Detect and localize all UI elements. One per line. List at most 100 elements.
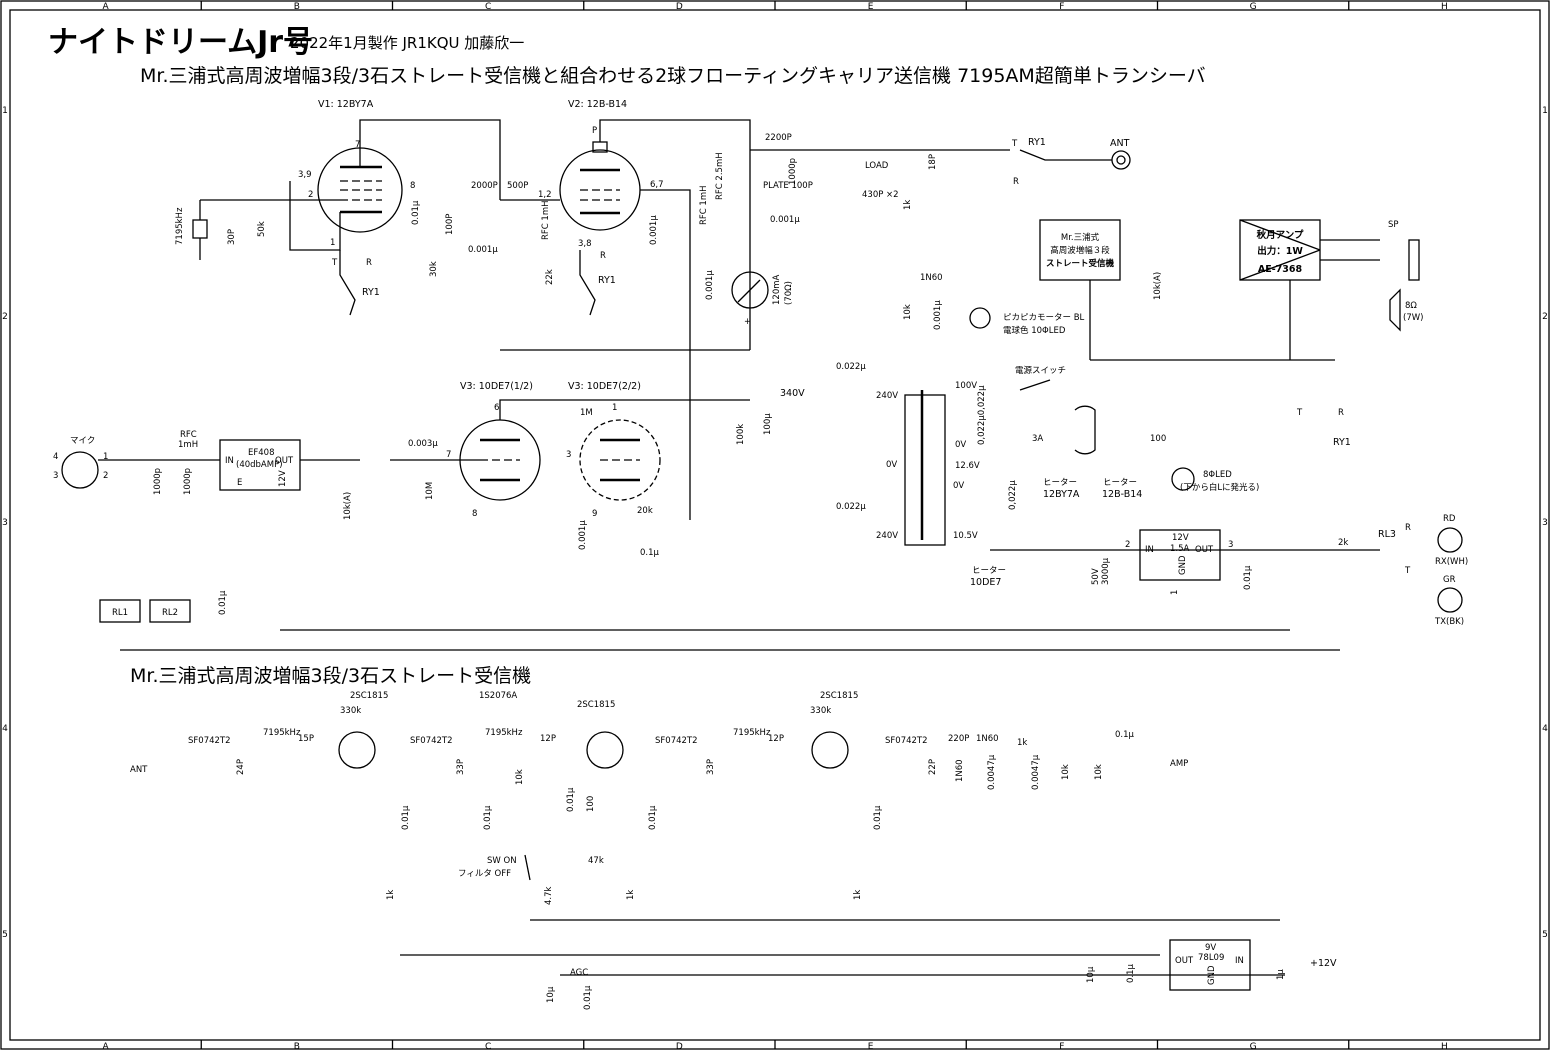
tx-led-icon [1437,587,1463,613]
svg-text:12P: 12P [768,734,784,744]
transistor-q3-icon [811,731,849,769]
svg-text:330k: 330k [340,706,361,716]
transistor-q2-icon [586,731,624,769]
svg-text:1: 1 [103,452,108,462]
svg-text:RL1: RL1 [112,608,128,618]
svg-text:0V: 0V [886,460,897,470]
receiver-module-block [1039,219,1121,281]
relay-rl1-block [99,599,141,623]
svg-text:1N60: 1N60 [955,759,965,782]
svg-text:R: R [600,251,606,261]
svg-text:1000p: 1000p [788,158,798,185]
frame-row-label: 5 [1542,930,1548,940]
svg-text:10M: 10M [425,482,435,500]
svg-text:50V: 50V [1091,568,1101,585]
svg-text:OUT: OUT [275,456,294,466]
svg-text:(下から白Lに発光る): (下から白Lに発光る) [1180,482,1259,493]
svg-text:30k: 30k [429,261,439,277]
plate-meter-icon [731,271,769,309]
svg-text:RD: RD [1443,514,1456,524]
svg-text:120mA: 120mA [772,274,782,305]
svg-text:0.001μ: 0.001μ [705,270,715,300]
frame-row-label: 1 [2,106,8,116]
frame-row-label: 2 [2,312,8,322]
frame-row-label: 5 [2,930,8,940]
svg-text:12P: 12P [540,734,556,744]
frame-column-label: E [868,2,874,12]
svg-text:GND: GND [1178,555,1188,575]
transistor-q1-icon [338,731,376,769]
svg-text:R: R [366,258,372,268]
svg-text:RY1: RY1 [1333,437,1351,448]
svg-text:0.01μ: 0.01μ [566,787,576,812]
svg-text:8: 8 [472,509,477,519]
svg-text:0.0047μ: 0.0047μ [987,754,997,790]
oscillator-stage: V1: 12BY7A 7 3,9 2 8 1 7195kHz 30P 50k 0… [175,99,528,316]
svg-text:3,8: 3,8 [578,239,592,249]
svg-text:RY1: RY1 [1028,137,1046,148]
svg-text:240V: 240V [876,391,898,401]
svg-text:SF0742T2: SF0742T2 [410,736,453,746]
svg-text:330k: 330k [810,706,831,716]
filter-switch[interactable] [524,854,531,881]
rx-led-icon [1437,527,1463,553]
ac-plug-icon [1074,405,1096,455]
svg-text:10k(A): 10k(A) [343,492,353,520]
svg-text:3A: 3A [1032,434,1043,444]
frame-column-label: G [1250,1042,1257,1050]
svg-text:1: 1 [612,403,617,413]
svg-text:100V: 100V [955,381,977,391]
svg-text:RY1: RY1 [362,287,380,298]
svg-text:2: 2 [308,190,313,200]
svg-text:0.1μ: 0.1μ [1115,730,1135,740]
v1-label: V1: 12BY7A [318,99,374,110]
v2-label: V2: 12B-B14 [568,99,627,110]
svg-text:3: 3 [53,471,58,481]
svg-text:8Ω: 8Ω [1405,301,1417,311]
page-title: ナイトドリームJr号 [48,25,313,60]
svg-text:2200P: 2200P [765,133,792,143]
frame-column-label: A [103,2,110,12]
svg-text:1S2076A: 1S2076A [479,691,517,701]
svg-text:ANT: ANT [130,765,148,775]
svg-text:AMP: AMP [1170,759,1188,769]
svg-text:1k: 1k [853,890,863,900]
svg-text:高周波増幅３段: 高周波増幅３段 [1050,245,1110,256]
svg-text:18P: 18P [928,154,938,170]
v3b-label: V3: 10DE7(2/2) [568,381,641,392]
frame-column-label: H [1441,1042,1448,1050]
svg-text:10DE7: 10DE7 [970,577,1001,588]
svg-text:1mH: 1mH [178,440,198,450]
svg-text:9: 9 [592,509,597,519]
receiver-caption: Mr.三浦式高周波増幅3段/3石ストレート受信機 [130,665,531,687]
svg-text:7: 7 [446,450,451,460]
svg-text:RY1: RY1 [598,275,616,286]
power-switch[interactable] [1019,379,1051,391]
svg-text:4: 4 [53,452,58,462]
frame-column-label: C [485,1042,491,1050]
frame-row-label: 3 [1542,518,1548,528]
svg-text:RFC 1mH: RFC 1mH [699,185,709,225]
svg-text:10k: 10k [515,769,525,785]
frame-column-label: E [868,1042,874,1050]
transmitter-caption: Mr.三浦式高周波増幅3段/3石ストレート受信機と組合わせる2球フローティングキ… [140,65,1206,87]
svg-text:100μ: 100μ [763,413,773,435]
svg-text:0.001μ: 0.001μ [933,300,943,330]
svg-text:1k: 1k [1017,738,1027,748]
9v-regulator-block [1169,939,1251,991]
svg-text:340V: 340V [780,388,805,399]
svg-text:7195kHz: 7195kHz [485,728,523,738]
svg-text:7195kHz: 7195kHz [733,728,771,738]
frame-column-label: B [294,1042,300,1050]
svg-text:R: R [1338,408,1344,418]
svg-text:20k: 20k [637,506,653,516]
svg-text:EF408: EF408 [248,448,274,458]
svg-text:(70Ω): (70Ω) [784,281,794,305]
svg-text:0.01μ: 0.01μ [1243,565,1253,590]
svg-text:78L09: 78L09 [1198,953,1224,963]
svg-text:SF0742T2: SF0742T2 [885,736,928,746]
frame-row-label: 4 [2,724,8,734]
svg-text:1,2: 1,2 [538,190,552,200]
svg-text:0.1μ: 0.1μ [1126,963,1136,983]
